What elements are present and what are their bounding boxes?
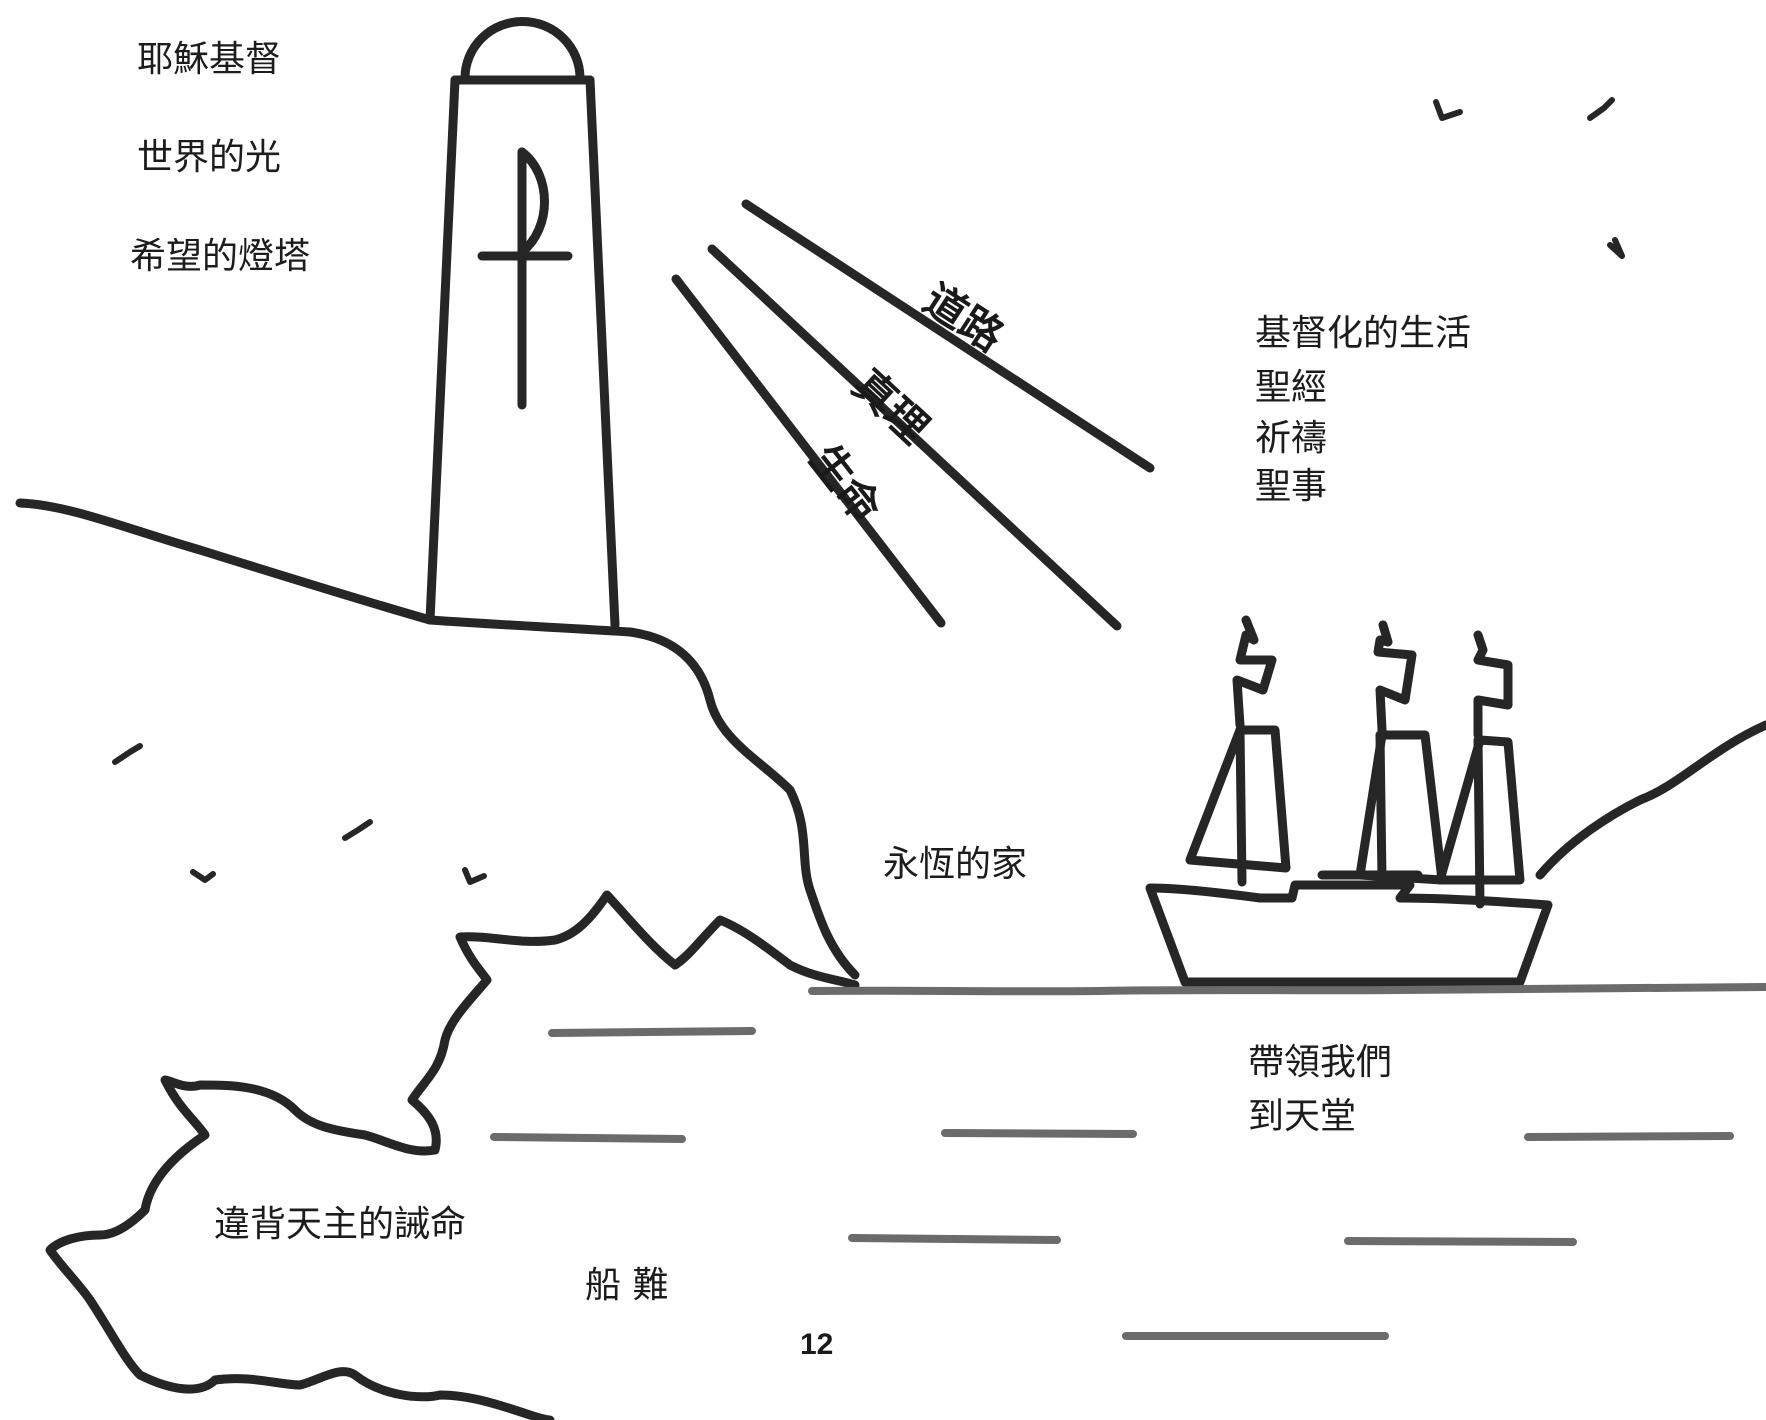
horizon-line xyxy=(808,983,1766,996)
label-prayer: 祈禱 xyxy=(1255,418,1328,459)
label-bible: 聖經 xyxy=(1255,367,1328,408)
label-christian-life: 基督化的生活 xyxy=(1255,313,1472,354)
label-jesus-christ: 耶穌基督 xyxy=(137,39,282,80)
label-eternal-home: 永恆的家 xyxy=(883,844,1028,885)
label-light-of-world: 世界的光 xyxy=(137,137,282,178)
label-shipwreck: 船 難 xyxy=(585,1265,669,1306)
chi-rho-icon xyxy=(477,147,573,410)
label-sacraments: 聖事 xyxy=(1255,466,1328,507)
wave xyxy=(848,1234,1061,1244)
rocky-shore xyxy=(45,890,860,1420)
seagull-icon xyxy=(112,97,1625,885)
wave xyxy=(490,1133,686,1143)
distant-hill xyxy=(1535,720,1766,880)
wave xyxy=(941,1129,1137,1138)
label-lighthouse-of-hope: 希望的燈塔 xyxy=(130,236,311,277)
label-disobey-commandments: 違背天主的誡命 xyxy=(214,1204,467,1245)
light-rays xyxy=(671,199,1155,631)
wave xyxy=(1344,1237,1577,1246)
page-number: 12 xyxy=(800,1328,834,1361)
cliff-outline xyxy=(15,498,860,980)
wave xyxy=(1524,1132,1734,1141)
sailing-ship-icon xyxy=(1145,615,1553,987)
lighthouse-icon xyxy=(425,17,620,630)
wave xyxy=(548,1027,756,1037)
label-to-heaven: 到天堂 xyxy=(1248,1096,1357,1137)
label-lead-us: 帶領我們 xyxy=(1248,1042,1393,1083)
